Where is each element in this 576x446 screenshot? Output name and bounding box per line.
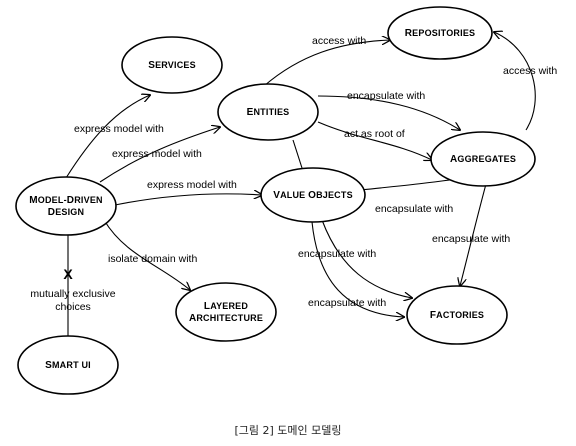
node-layered-label-line1: LAYERED: [204, 301, 248, 312]
edge-entities-repositories: [263, 40, 390, 87]
node-repositories[interactable]: REPOSITORIES: [387, 6, 493, 60]
label-encapsulate-valueobjects-factories-1: encapsulate with: [298, 248, 376, 260]
node-entities[interactable]: ENTITIES: [217, 83, 319, 141]
node-model-driven-shape: [15, 176, 117, 236]
exclusive-x-mark: X: [63, 266, 73, 282]
edge-valueobjects-factories-2: [311, 221, 404, 317]
node-smart-ui-shape: [17, 335, 119, 395]
node-model-driven-label-line1: MODEL-DRIVEN: [29, 195, 102, 206]
edge-model-services: [65, 95, 150, 179]
label-encapsulate-entities-aggregates: encapsulate with: [347, 90, 425, 102]
edge-labels: access with access with express model wi…: [30, 35, 557, 313]
node-smart-ui-label: SMART UI: [45, 360, 91, 371]
edge-model-entities: [99, 127, 220, 183]
edge-entities-aggregates-root: [317, 121, 432, 160]
label-choices: choices: [55, 301, 91, 313]
node-layered-label-line2: ARCHITECTURE: [189, 313, 263, 324]
node-model-driven-label-line2: DESIGN: [48, 207, 84, 218]
label-encapsulate-valueobjects-aggregates: encapsulate with: [375, 203, 453, 215]
edge-entities-aggregates-encapsulate: [317, 95, 460, 130]
label-express-entities: express model with: [112, 148, 202, 160]
node-aggregates[interactable]: AGGREGATES: [430, 131, 536, 187]
figure-caption: [그림 2] 도메인 모델링: [234, 424, 342, 437]
edge-aggregates-repositories: [494, 32, 536, 131]
node-factories-shape: [406, 285, 508, 345]
label-express-valueobjects: express model with: [147, 179, 237, 191]
label-act-as-root: act as root of: [344, 128, 405, 140]
node-factories-label: FACTORIES: [430, 310, 484, 321]
node-value-objects[interactable]: VALUE OBJECTS: [260, 167, 366, 223]
label-access-with-entities: access with: [312, 35, 366, 47]
node-layered-shape: [175, 282, 277, 342]
node-repositories-shape: [387, 6, 493, 60]
node-services[interactable]: SERVICES: [121, 36, 223, 94]
label-encapsulate-aggregates-factories: encapsulate with: [432, 233, 510, 245]
label-encapsulate-valueobjects-factories-2: encapsulate with: [308, 297, 386, 309]
node-repositories-label: REPOSITORIES: [405, 28, 475, 39]
node-aggregates-shape: [430, 131, 536, 187]
label-express-services: express model with: [74, 123, 164, 135]
node-aggregates-label: AGGREGATES: [450, 154, 516, 165]
node-services-label: SERVICES: [148, 60, 196, 71]
label-isolate-domain: isolate domain with: [108, 253, 197, 265]
edge-model-valueobjects: [114, 194, 262, 206]
node-services-shape: [121, 36, 223, 94]
node-layered-architecture[interactable]: LAYERED ARCHITECTURE: [175, 282, 277, 342]
node-entities-shape: [217, 83, 319, 141]
node-entities-label: ENTITIES: [247, 107, 290, 118]
edge-model-layered: [103, 219, 190, 290]
label-access-with-aggregates: access with: [503, 65, 557, 77]
node-smart-ui[interactable]: SMART UI: [17, 335, 119, 395]
edge-valueobjects-factories-1: [321, 219, 412, 298]
edge-entities-valueobjects: [292, 139, 303, 169]
edge-aggregates-factories: [460, 183, 487, 286]
label-mutually-exclusive: mutually exclusive: [30, 288, 115, 300]
edges: [65, 32, 536, 338]
node-value-objects-shape: [260, 167, 366, 223]
node-model-driven-design[interactable]: MODEL-DRIVEN DESIGN: [15, 176, 117, 236]
node-value-objects-label: VALUE OBJECTS: [273, 190, 353, 201]
node-factories[interactable]: FACTORIES: [406, 285, 508, 345]
